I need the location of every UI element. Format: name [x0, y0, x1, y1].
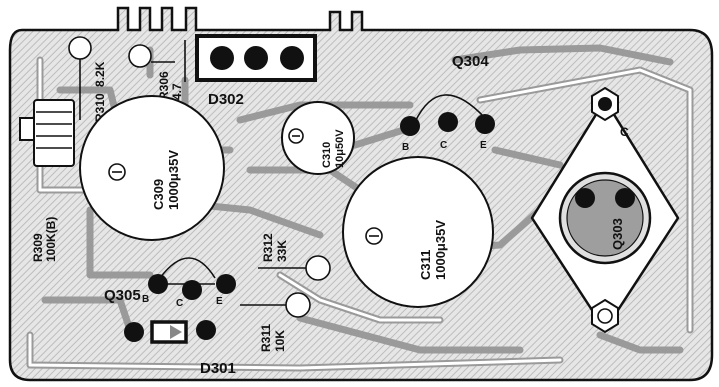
- c309-value: 1000μ35V: [166, 150, 181, 210]
- q304-pin-c: C: [440, 140, 447, 151]
- c311-value: 1000μ35V: [433, 220, 448, 280]
- r309-potentiometer: R309 100K(B): [19, 99, 75, 262]
- r309-value: 100K(B): [44, 217, 58, 262]
- r309-ref: R309: [31, 233, 45, 262]
- r312-value: 33K: [275, 240, 289, 262]
- r311-resistor: R311 10K: [240, 292, 311, 352]
- svg-text:C311 1000μ35V: C311 1000μ35V: [418, 220, 448, 280]
- r306-ref: R306: [157, 71, 171, 100]
- c310-value: 10μ50V: [334, 129, 346, 168]
- q304-pin-b: B: [402, 142, 409, 153]
- c310-ref: C310: [321, 142, 333, 168]
- c309-capacitor: C309 1000μ35V: [79, 95, 225, 241]
- q304-label: Q304: [452, 53, 489, 70]
- q305-label: Q305: [104, 287, 141, 304]
- q305-transistor: Q305 B C E: [104, 257, 236, 309]
- d302-label: D302: [208, 91, 244, 108]
- svg-text:R311 10K: R311 10K: [259, 321, 287, 352]
- svg-text:C309 1000μ35V: C309 1000μ35V: [151, 150, 181, 210]
- r311-ref: R311: [259, 324, 273, 352]
- d301-diode: D301: [124, 320, 236, 377]
- q304-transistor: Q304 B C E: [400, 53, 495, 153]
- d302-diode-block: D302: [195, 34, 317, 108]
- copper-traces: [26, 44, 694, 372]
- svg-text:R312 33K: R312 33K: [261, 230, 289, 262]
- q303-power-transistor: C Q303: [530, 86, 680, 334]
- svg-text:C310 10μ50V: C310 10μ50V: [321, 129, 346, 168]
- c311-ref: C311: [418, 250, 433, 280]
- q305-pin-c: C: [176, 298, 183, 309]
- r311-value: 10K: [273, 330, 287, 352]
- c310-capacitor: C310 10μ50V: [281, 101, 355, 175]
- svg-text:R309 100K(B): R309 100K(B): [31, 217, 58, 262]
- q303-label: Q303: [610, 218, 625, 250]
- q305-pin-b: B: [142, 294, 149, 305]
- r310-resistor: R310 8.2K: [68, 36, 107, 122]
- q303-pin-c: C: [620, 125, 629, 139]
- svg-text:R306 4.7: R306 4.7: [157, 68, 184, 100]
- q305-pin-e: E: [216, 296, 223, 307]
- r312-ref: R312: [261, 233, 275, 262]
- c309-ref: C309: [151, 179, 166, 210]
- r312-resistor: R312 33K: [258, 230, 331, 281]
- d301-label: D301: [200, 360, 236, 377]
- c311-capacitor: C311 1000μ35V: [342, 156, 494, 308]
- r310-value: 8.2K: [93, 61, 107, 87]
- q304-pin-e: E: [480, 140, 487, 151]
- r306-value: 4.7: [170, 83, 184, 100]
- r306-resistor: R306 4.7: [128, 40, 186, 100]
